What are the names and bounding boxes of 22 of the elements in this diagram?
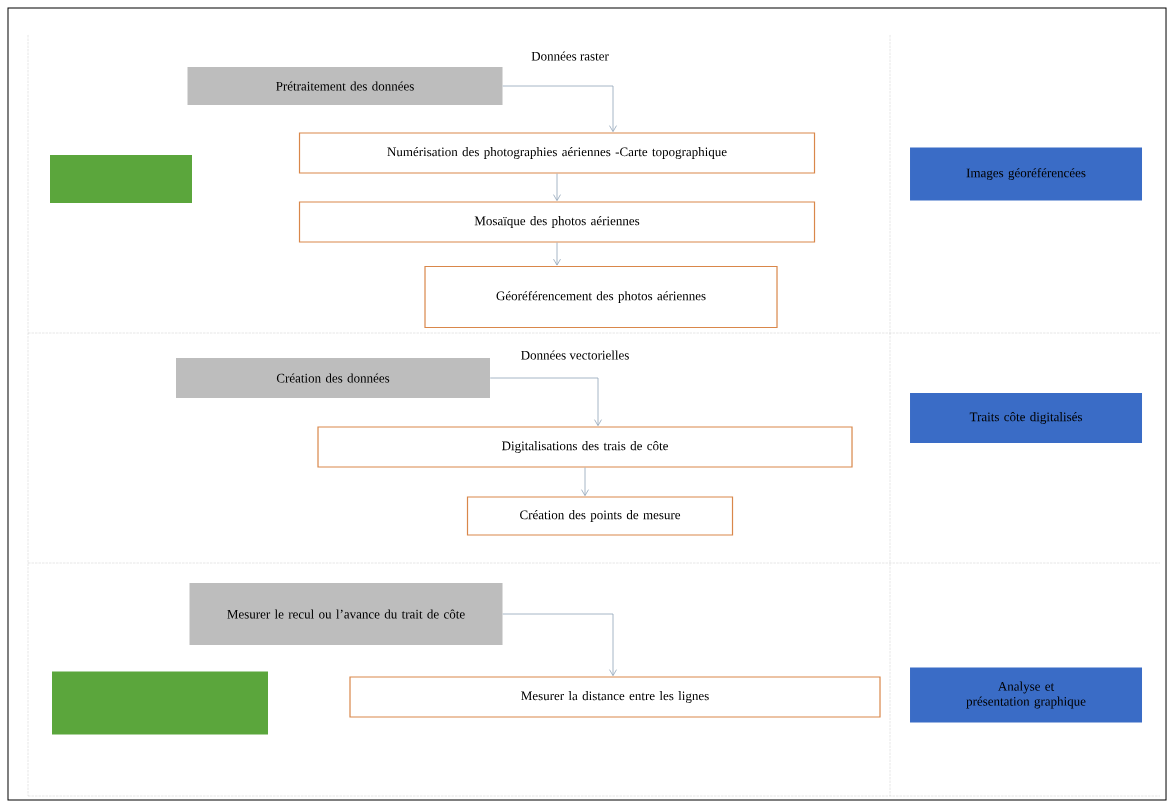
arrow [489,377,602,426]
arrow [553,242,561,266]
empty-box [52,671,268,735]
step-box: Digitalisations des trais de côte [317,426,853,468]
arrow [502,613,617,676]
process-box: Mesurer le recul ou l’avance du trait de côte [189,583,503,645]
step-box: Création des points de mesure [466,496,734,536]
output-box: Analyse et présentation graphique [910,667,1142,723]
step-box: Mosaïque des photos aériennes [298,201,816,243]
process-box: Prétraitement des données [187,67,503,105]
edge-label: Données raster [530,50,610,62]
arrow [581,467,589,496]
output-box: Images géoréférencées [910,147,1142,201]
arrow [502,85,617,132]
empty-box [50,155,192,203]
step-box: Géoréférencement des photos aériennes [424,265,778,329]
step-box: Mesurer la distance entre les lignes [349,676,881,718]
output-box: Traits côte digitalisés [910,393,1142,443]
edge-label: Données vectorielles [519,349,631,361]
step-box: Numérisation des photographies aériennes -Carte topographique [298,132,816,174]
process-box: Création des données [176,358,490,398]
arrow [553,173,561,201]
